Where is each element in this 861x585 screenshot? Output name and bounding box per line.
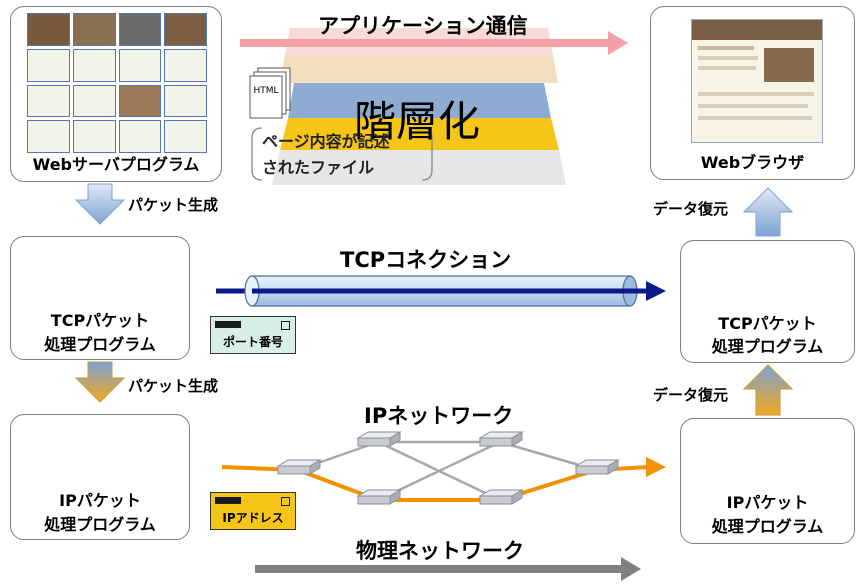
file-callout-line-1: ページ内容が記述 xyxy=(262,132,390,151)
tcp-left-label-1: TCPパケット xyxy=(50,311,150,330)
tcp-connection-pipe xyxy=(216,275,666,307)
webpage-thumbnail-grid xyxy=(27,13,207,153)
packet-gen-arrow-2 xyxy=(74,361,126,403)
tcp-right-label-2: 処理プログラム xyxy=(711,337,824,356)
html-file-label: HTML xyxy=(253,86,279,96)
web-browser-label: Webブラウザ xyxy=(700,153,805,172)
port-number-label: ポート番号 xyxy=(222,335,283,349)
tag-bar xyxy=(215,321,241,328)
ip-network xyxy=(221,431,666,505)
tcp-layer-label: TCPコネクション xyxy=(340,248,512,272)
tcp-right-label-1: TCPパケット xyxy=(718,314,817,333)
ip-address-label: IPアドレス xyxy=(222,511,284,525)
file-callout-bracket xyxy=(251,127,433,181)
tcp-left-box: TCPパケット 処理プログラム xyxy=(10,236,190,360)
data-restore-label-2: データ復元 xyxy=(653,386,729,404)
application-arrow xyxy=(240,31,628,55)
data-restore-label-1: データ復元 xyxy=(653,200,729,218)
tag-square xyxy=(281,321,290,330)
port-number-tag: ポート番号 xyxy=(210,316,296,354)
application-layer-label: アプリケーション通信 xyxy=(318,14,528,38)
packet-gen-arrow-1 xyxy=(74,183,126,225)
ip-left-label-2: 処理プログラム xyxy=(44,515,156,534)
ip-address-tag: IPアドレス xyxy=(210,492,296,530)
tcp-right-box: TCPパケット 処理プログラム xyxy=(680,240,855,363)
physical-network-arrow xyxy=(255,557,641,581)
layering-label: 階層化 xyxy=(354,97,481,146)
web-server-box: Webサーバプログラム xyxy=(10,6,222,182)
data-restore-arrow-1 xyxy=(742,187,794,237)
data-restore-arrow-2 xyxy=(742,364,794,416)
packet-gen-label-2: パケット生成 xyxy=(128,377,219,395)
browser-page-thumbnail xyxy=(691,19,823,143)
html-file-icon xyxy=(249,67,291,119)
ip-right-label-1: IPパケット xyxy=(726,493,809,512)
layering-pyramid xyxy=(272,28,566,185)
ip-right-box: IPパケット 処理プログラム xyxy=(680,418,855,544)
ip-layer-label: IPネットワーク xyxy=(364,404,514,428)
web-browser-box: Webブラウザ xyxy=(650,6,855,180)
ip-left-box: IPパケット 処理プログラム xyxy=(10,414,190,540)
physical-layer-label: 物理ネットワーク xyxy=(356,539,524,563)
tcp-left-label-2: 処理プログラム xyxy=(44,335,156,354)
tag-square xyxy=(281,497,290,506)
web-server-label: Webサーバプログラム xyxy=(32,155,200,174)
ip-right-label-2: 処理プログラム xyxy=(711,517,824,536)
file-callout-line-2: されたファイル xyxy=(262,158,375,177)
packet-gen-label-1: パケット生成 xyxy=(128,196,219,214)
tag-bar xyxy=(215,497,241,504)
ip-left-label-1: IPパケット xyxy=(59,491,141,510)
